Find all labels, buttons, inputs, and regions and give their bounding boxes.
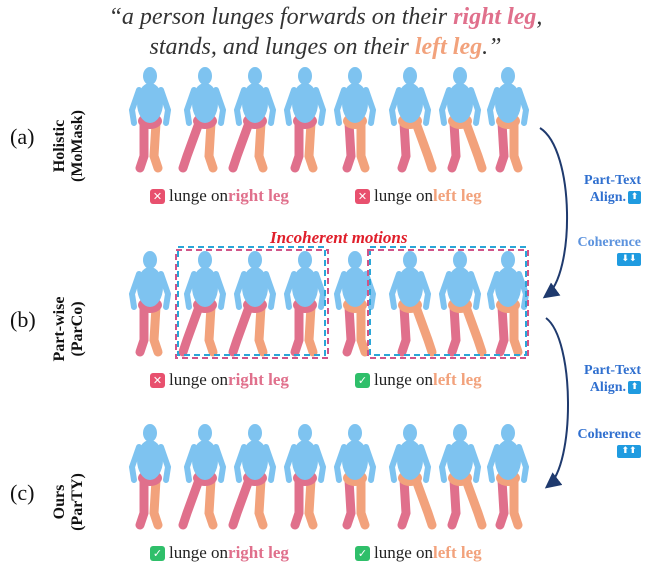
status-leg: left leg (433, 186, 482, 206)
incoherent-motions-label: Incoherent motions (270, 228, 407, 248)
arrow-a-to-b (540, 128, 567, 296)
top-coherence-label: Coherence (578, 234, 642, 251)
row-b-label-name: Part-wise (51, 284, 69, 374)
status-leg: right leg (228, 186, 289, 206)
human-figure (337, 67, 373, 168)
row-c-status-right: ✓ lunge on right leg (150, 543, 289, 563)
row-a-letter: (a) (10, 124, 34, 150)
status-text: lunge on (374, 186, 433, 206)
row-b-status-right: ✕ lunge on right leg (150, 370, 289, 390)
bottom-coherence-label: Coherence (578, 426, 642, 443)
up-arrows-icon: ⬆⬆ (617, 445, 641, 458)
bottom-coherence: Coherence ⬆⬆ (578, 426, 642, 460)
figures-layer (132, 67, 526, 525)
status-text: lunge on (374, 370, 433, 390)
up-arrow-icon: ⬆ (628, 191, 641, 204)
bottom-align-line1: Part-Text (584, 362, 641, 379)
status-text: lunge on (169, 543, 228, 563)
human-figure (337, 424, 373, 525)
row-b-label-method: (ParCo) (69, 284, 87, 374)
row-c-label-method: (ParTY) (69, 457, 87, 547)
bottom-align-line2: Align. (590, 380, 626, 395)
human-figure (392, 424, 432, 525)
human-figure (132, 251, 168, 352)
status-text: lunge on (169, 370, 228, 390)
human-figure (183, 424, 223, 525)
human-figure (490, 424, 526, 525)
human-figure (442, 67, 482, 168)
human-figure (392, 67, 432, 168)
up-arrow-icon: ⬆ (628, 381, 641, 394)
status-leg: left leg (433, 543, 482, 563)
cross-icon: ✕ (150, 189, 165, 204)
row-b-status-left: ✓ lunge on left leg (355, 370, 482, 390)
human-figure (183, 67, 223, 168)
human-figure (233, 67, 273, 168)
status-text: lunge on (169, 186, 228, 206)
human-figure (287, 424, 323, 525)
row-c-letter: (c) (10, 480, 34, 506)
row-a-status-right: ✕ lunge on right leg (150, 186, 289, 206)
human-figure (490, 67, 526, 168)
human-figure (233, 251, 273, 352)
cross-icon: ✕ (150, 373, 165, 388)
human-figure (233, 424, 273, 525)
status-leg: right leg (228, 370, 289, 390)
check-icon: ✓ (150, 546, 165, 561)
top-align-line1: Part-Text (584, 172, 641, 189)
check-icon: ✓ (355, 373, 370, 388)
row-c-label: Ours (ParTY) (51, 457, 87, 547)
row-b-label: Part-wise (ParCo) (51, 284, 87, 374)
check-icon: ✓ (355, 546, 370, 561)
row-a-label: Holistic (MoMask) (51, 101, 87, 191)
down-arrows-icon: ⬇⬇ (617, 253, 641, 266)
row-c-label-name: Ours (51, 457, 69, 547)
human-figure (392, 251, 432, 352)
cross-icon: ✕ (355, 189, 370, 204)
status-leg: left leg (433, 370, 482, 390)
human-figure (490, 251, 526, 352)
human-figure (132, 67, 168, 168)
human-figure (183, 251, 223, 352)
top-part-text-align: Part-Text Align.⬆ (584, 172, 641, 206)
bottom-part-text-align: Part-Text Align.⬆ (584, 362, 641, 396)
top-coherence: Coherence ⬇⬇ (578, 234, 642, 268)
row-b-letter: (b) (10, 307, 36, 333)
row-a-label-method: (MoMask) (69, 101, 87, 191)
status-leg: right leg (228, 543, 289, 563)
human-figure (132, 424, 168, 525)
status-text: lunge on (374, 543, 433, 563)
human-figure (442, 251, 482, 352)
row-a-label-name: Holistic (51, 101, 69, 191)
row-c-status-left: ✓ lunge on left leg (355, 543, 482, 563)
arrow-b-to-c (546, 318, 568, 486)
row-a-status-left: ✕ lunge on left leg (355, 186, 482, 206)
human-figure (287, 67, 323, 168)
human-figure (287, 251, 323, 352)
human-figure (442, 424, 482, 525)
top-align-line2: Align. (590, 190, 626, 205)
